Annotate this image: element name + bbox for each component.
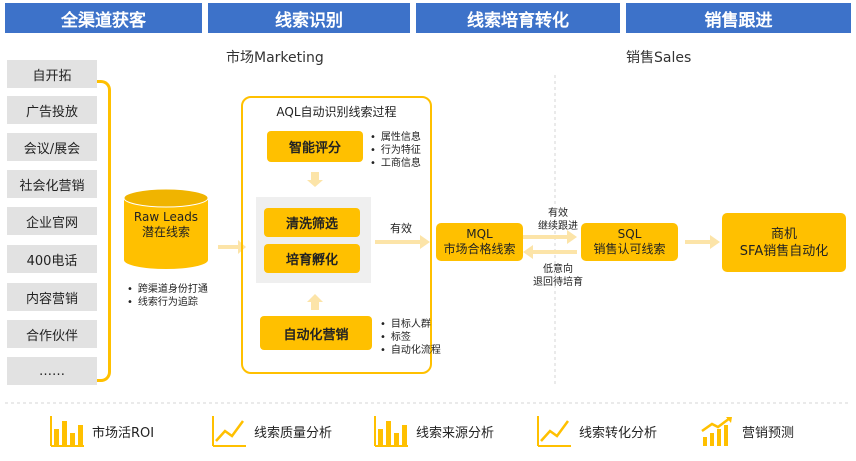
raw-leads-title: Raw Leads (133, 210, 199, 224)
back-label: 低意向 退回待培育 (533, 264, 583, 288)
sql-title: SQL (617, 227, 642, 241)
raw-leads-bullets: 跨渠道身份打通 线索行为追踪 (127, 283, 208, 309)
stage-sales-followup: 销售跟进 (626, 3, 851, 33)
bar-chart-icon (50, 416, 84, 447)
bottom-label-forecast: 营销预测 (742, 425, 795, 441)
mql-title: MQL (466, 227, 493, 241)
bottom-label-source: 线索来源分析 (416, 425, 495, 441)
mql-subtitle: 市场合格线索 (443, 242, 516, 256)
section-sales: 销售Sales (626, 50, 692, 66)
channel-events: 会议/展会 (7, 133, 97, 161)
stage-acquisition: 全渠道获客 (5, 3, 202, 33)
list-item: 目标人群 (380, 318, 441, 331)
aql-title: AQL自动识别线索过程 (276, 105, 397, 119)
sql-subtitle: 销售认可线索 (593, 242, 666, 256)
line-chart-icon (537, 416, 571, 447)
incubate-box: 培育孵化 (264, 244, 360, 273)
channel-self-develop: 自开拓 (7, 60, 97, 88)
bottom-item-source: 线索来源分析 (374, 415, 494, 447)
bottom-item-roi: 市场活ROI (50, 415, 154, 447)
bottom-label-roi: 市场活ROI (92, 425, 155, 441)
trend-up-icon (701, 417, 732, 446)
channel-more: …… (7, 357, 97, 385)
list-item: 行为特征 (370, 144, 421, 157)
raw-leads-cylinder: Raw Leads 潜在线索 (123, 188, 209, 270)
bottom-item-quality: 线索质量分析 (212, 415, 332, 447)
valid-label: 有效 (390, 222, 412, 235)
channel-partners: 合作伙伴 (7, 320, 97, 348)
list-item: 属性信息 (370, 131, 421, 144)
opportunity-subtitle: SFA销售自动化 (739, 243, 829, 259)
channel-bracket (97, 80, 111, 382)
channel-content: 内容营销 (7, 283, 97, 311)
channel-social: 社会化营销 (7, 170, 97, 198)
sql-box: SQL 销售认可线索 (581, 223, 678, 261)
smart-scoring-box: 智能评分 (267, 131, 363, 162)
channel-website: 企业官网 (7, 207, 97, 235)
stage-identification: 线索识别 (208, 3, 410, 33)
bottom-item-conversion: 线索转化分析 (537, 415, 657, 447)
cleanse-box: 清洗筛选 (264, 208, 360, 237)
bottom-label-conversion: 线索转化分析 (579, 425, 658, 441)
scoring-bullets: 属性信息 行为特征 工商信息 (370, 131, 421, 170)
section-marketing: 市场Marketing (226, 50, 324, 66)
forward-label: 有效 继续跟进 (538, 208, 578, 232)
list-item: 跨渠道身份打通 (127, 283, 208, 296)
aql-container (241, 96, 432, 374)
bottom-label-quality: 线索质量分析 (254, 425, 333, 441)
list-item: 工商信息 (370, 157, 421, 170)
bar-chart-icon (374, 416, 408, 447)
cylinder-shape (123, 188, 209, 269)
opportunity-box: 商机 SFA销售自动化 (722, 213, 846, 272)
mql-box: MQL 市场合格线索 (436, 223, 523, 261)
list-item: 自动化流程 (380, 344, 441, 357)
automation-bullets: 目标人群 标签 自动化流程 (380, 318, 441, 357)
channel-ads: 广告投放 (7, 96, 97, 124)
list-item: 线索行为追踪 (127, 296, 208, 309)
bottom-item-forecast: 营销预测 (700, 415, 794, 447)
line-chart-icon (212, 416, 246, 447)
opportunity-title: 商机 (770, 226, 797, 242)
stage-nurture: 线索培育转化 (416, 3, 620, 33)
raw-leads-subtitle: 潜在线索 (141, 225, 190, 239)
list-item: 标签 (380, 331, 441, 344)
automation-box: 自动化营销 (260, 316, 372, 350)
channel-400-phone: 400电话 (7, 245, 97, 273)
